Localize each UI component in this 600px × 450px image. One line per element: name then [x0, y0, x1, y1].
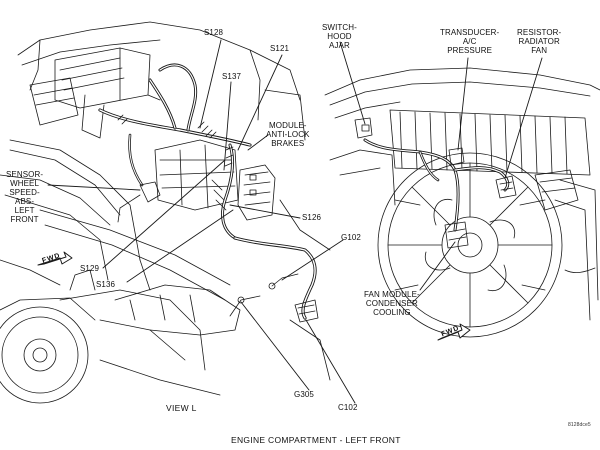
label-g102: G102: [341, 233, 361, 242]
label-module-anti-lock-brakes: MODULE- ANTI-LOCK BRAKES: [266, 121, 310, 148]
label-fan-module-condenser-cooling: FAN MODULE- CONDENSER COOLING: [364, 290, 420, 317]
label-c102: C102: [338, 403, 358, 412]
label-s121: S121: [270, 44, 290, 53]
label-s128: S128: [204, 28, 224, 37]
label-s129: S129: [80, 264, 100, 273]
leader-lines: [47, 39, 543, 404]
label-switch-hood-ajar: SWITCH- HOOD AJAR: [322, 23, 357, 50]
label-s126: S126: [302, 213, 322, 222]
label-s136: S136: [96, 280, 116, 289]
label-resistor-radiator-fan: RESISTOR- RADIATOR FAN: [517, 28, 562, 55]
figure-code: 8128dce5: [568, 422, 591, 428]
label-sensor-wheel-speed: SENSOR- WHEEL SPEED- ABS- LEFT FRONT: [6, 170, 44, 224]
figure-caption: ENGINE COMPARTMENT - LEFT FRONT: [231, 435, 401, 445]
label-s137: S137: [222, 72, 242, 81]
left-view-drawing: [0, 21, 331, 404]
label-transducer-ac-pressure: TRANSDUCER- A/C PRESSURE: [440, 28, 500, 55]
right-view-drawing: [324, 67, 600, 341]
label-g305: G305: [294, 390, 314, 399]
view-label: VIEW L: [166, 403, 197, 413]
